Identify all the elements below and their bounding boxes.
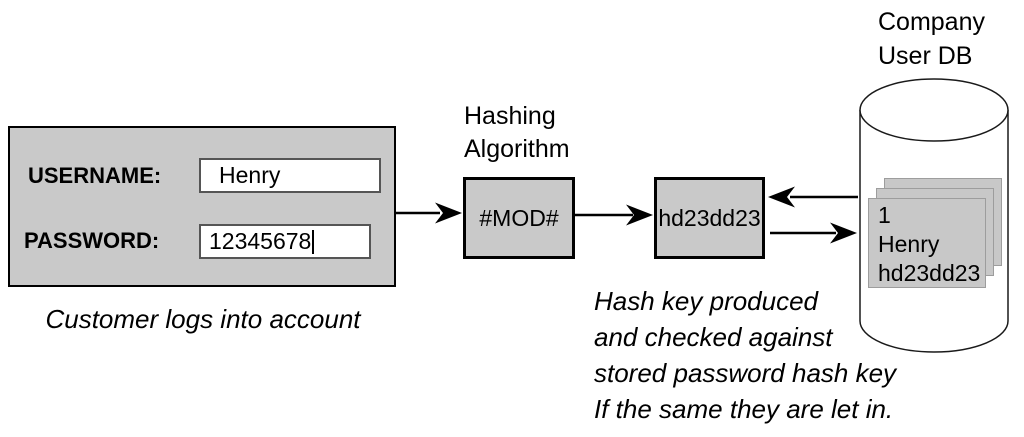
hash-annotation: Hash key produced and checked against st… bbox=[594, 283, 896, 427]
username-input[interactable]: Henry bbox=[199, 158, 381, 193]
annotation-line1: Hash key produced bbox=[594, 286, 819, 316]
db-record-id: 1 bbox=[878, 202, 891, 228]
password-label: PASSWORD: bbox=[24, 228, 160, 253]
login-form-box bbox=[8, 126, 396, 287]
db-record-username: Henry bbox=[878, 231, 940, 257]
arrow-right-icon bbox=[396, 202, 462, 224]
company-label-line2: User DB bbox=[878, 42, 973, 70]
password-input[interactable]: 12345678 bbox=[199, 224, 371, 259]
password-value: 12345678 bbox=[209, 228, 312, 254]
db-record-card: 1 Henry hd23dd23 bbox=[868, 198, 986, 288]
company-label-line1: Company bbox=[878, 8, 985, 36]
arrow-left-icon bbox=[768, 186, 858, 208]
arrow-right-icon bbox=[770, 222, 857, 244]
annotation-line2: and checked against bbox=[594, 322, 833, 352]
text-cursor-icon bbox=[312, 229, 315, 254]
username-value: Henry bbox=[219, 162, 281, 188]
annotation-line3: stored password hash key bbox=[594, 358, 897, 388]
company-user-db-label: Company User DB bbox=[878, 5, 985, 73]
hash-output-box: hd23dd23 bbox=[654, 177, 765, 259]
login-caption: Customer logs into account bbox=[45, 304, 361, 334]
hashing-algorithm-box: #MOD# bbox=[463, 177, 575, 259]
hashing-label-line1: Hashing bbox=[464, 102, 556, 130]
db-record-hash: hd23dd23 bbox=[878, 260, 981, 286]
hashing-algorithm-label: Hashing Algorithm bbox=[464, 100, 570, 166]
username-label: USERNAME: bbox=[28, 163, 162, 188]
annotation-line4: If the same they are let in. bbox=[594, 394, 894, 424]
arrow-right-icon bbox=[575, 204, 653, 226]
hashing-label-line2: Algorithm bbox=[464, 135, 570, 163]
